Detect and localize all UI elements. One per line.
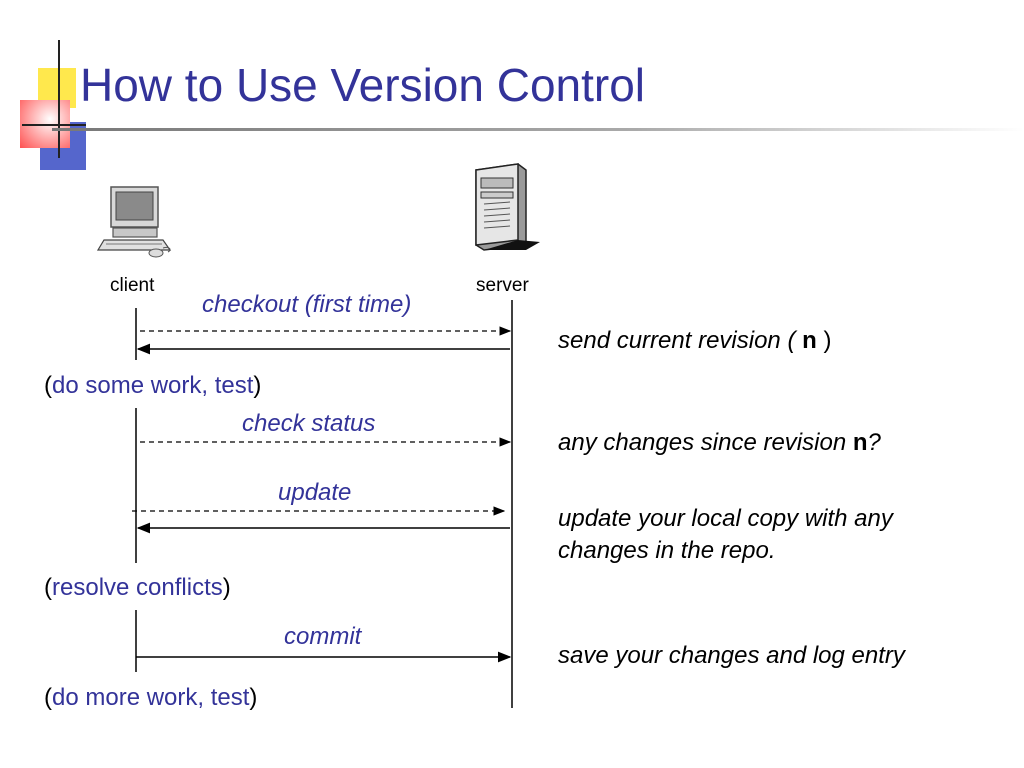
paren-open: ( <box>44 372 52 399</box>
check-status-label: check status <box>242 410 376 437</box>
computer-icon <box>96 186 172 258</box>
deco-horizontal-line <box>22 124 86 126</box>
note-send-revision-close: ) <box>823 327 832 354</box>
note-update-line1: update your local copy with any <box>558 505 893 532</box>
step-more-work-text: do more work, test <box>52 684 250 711</box>
title-underline <box>52 128 1024 131</box>
note-changes-text: any changes since revision <box>558 429 847 456</box>
step-resolve-conflicts: (resolve conflicts) <box>44 576 231 600</box>
paren-open: ( <box>44 574 52 601</box>
paren-close: ) <box>222 574 231 601</box>
note-save: save your changes and log entry <box>558 642 905 669</box>
note-send-revision: send current revision ( n ) <box>558 325 831 357</box>
server-label: server <box>476 275 529 296</box>
note-changes-since: any changes since revision n? <box>558 427 881 459</box>
checkout-label: checkout (first time) <box>202 291 412 318</box>
note-changes-var: n <box>852 429 868 456</box>
note-send-revision-var: n <box>802 327 817 354</box>
note-send-revision-text: send current revision ( <box>558 327 796 354</box>
note-update-local: update your local copy with any changes … <box>558 503 893 568</box>
commit-label: commit <box>284 623 362 650</box>
paren-close: ) <box>249 684 258 711</box>
update-label: update <box>278 479 352 506</box>
paren-open: ( <box>44 684 52 711</box>
paren-close: ) <box>253 372 262 399</box>
deco-vertical-line <box>58 40 60 158</box>
client-label: client <box>110 275 155 296</box>
slide-title: How to Use Version Control <box>80 59 646 111</box>
step-do-some-work: (do some work, test) <box>44 374 261 398</box>
note-changes-mark: ? <box>867 429 881 456</box>
server-tower-icon <box>475 163 540 251</box>
step-resolve-text: resolve conflicts <box>52 574 223 601</box>
note-update-line2: changes in the repo. <box>558 537 776 565</box>
step-do-more-work: (do more work, test) <box>44 686 257 710</box>
step-work-text: do some work, test <box>52 372 254 399</box>
